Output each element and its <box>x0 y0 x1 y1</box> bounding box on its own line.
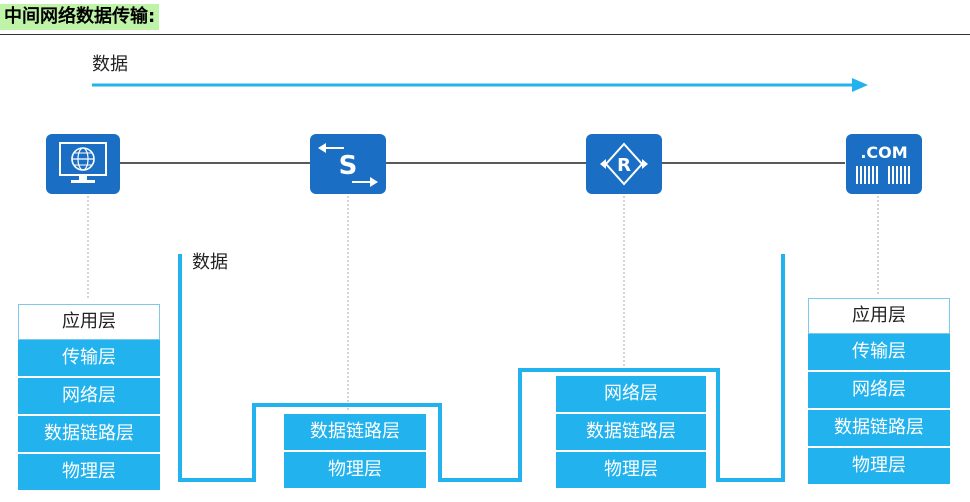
layer-data-link: 数据链路层 <box>18 416 160 454</box>
switch-letter: S <box>339 151 358 181</box>
switch-icon: S <box>310 134 386 198</box>
data-path <box>178 254 785 482</box>
layer-application: 应用层 <box>18 304 160 340</box>
page-title: 中间网络数据传输: <box>0 4 160 30</box>
layer-network: 网络层 <box>18 378 160 416</box>
layer-data-link: 数据链路层 <box>284 414 426 452</box>
server-protocol-stack: 应用层 传输层 网络层 数据链路层 物理层 <box>808 298 950 486</box>
inner-data-label: 数据 <box>192 252 228 273</box>
server-label: .COM <box>860 143 907 162</box>
layer-physical: 物理层 <box>556 452 706 490</box>
layer-application: 应用层 <box>808 298 950 334</box>
router-letter: R <box>617 155 631 176</box>
data-flow-arrowhead <box>852 78 868 92</box>
layer-transport: 传输层 <box>808 334 950 372</box>
title-divider <box>0 34 970 35</box>
layer-physical: 物理层 <box>18 454 160 492</box>
layer-network: 网络层 <box>556 376 706 414</box>
router-icon: R <box>586 134 662 198</box>
layer-transport: 传输层 <box>18 340 160 378</box>
switch-protocol-stack: 数据链路层 物理层 <box>284 414 426 490</box>
layer-network: 网络层 <box>808 372 950 410</box>
top-data-label: 数据 <box>92 54 128 75</box>
server-icon: .COM <box>846 134 922 198</box>
layer-data-link: 数据链路层 <box>556 414 706 452</box>
layer-physical: 物理层 <box>284 452 426 490</box>
globe-monitor-icon <box>46 134 120 198</box>
host-protocol-stack: 应用层 传输层 网络层 数据链路层 物理层 <box>18 304 160 492</box>
layer-data-link: 数据链路层 <box>808 410 950 448</box>
router-protocol-stack: 网络层 数据链路层 物理层 <box>556 376 706 490</box>
layer-physical: 物理层 <box>808 448 950 486</box>
